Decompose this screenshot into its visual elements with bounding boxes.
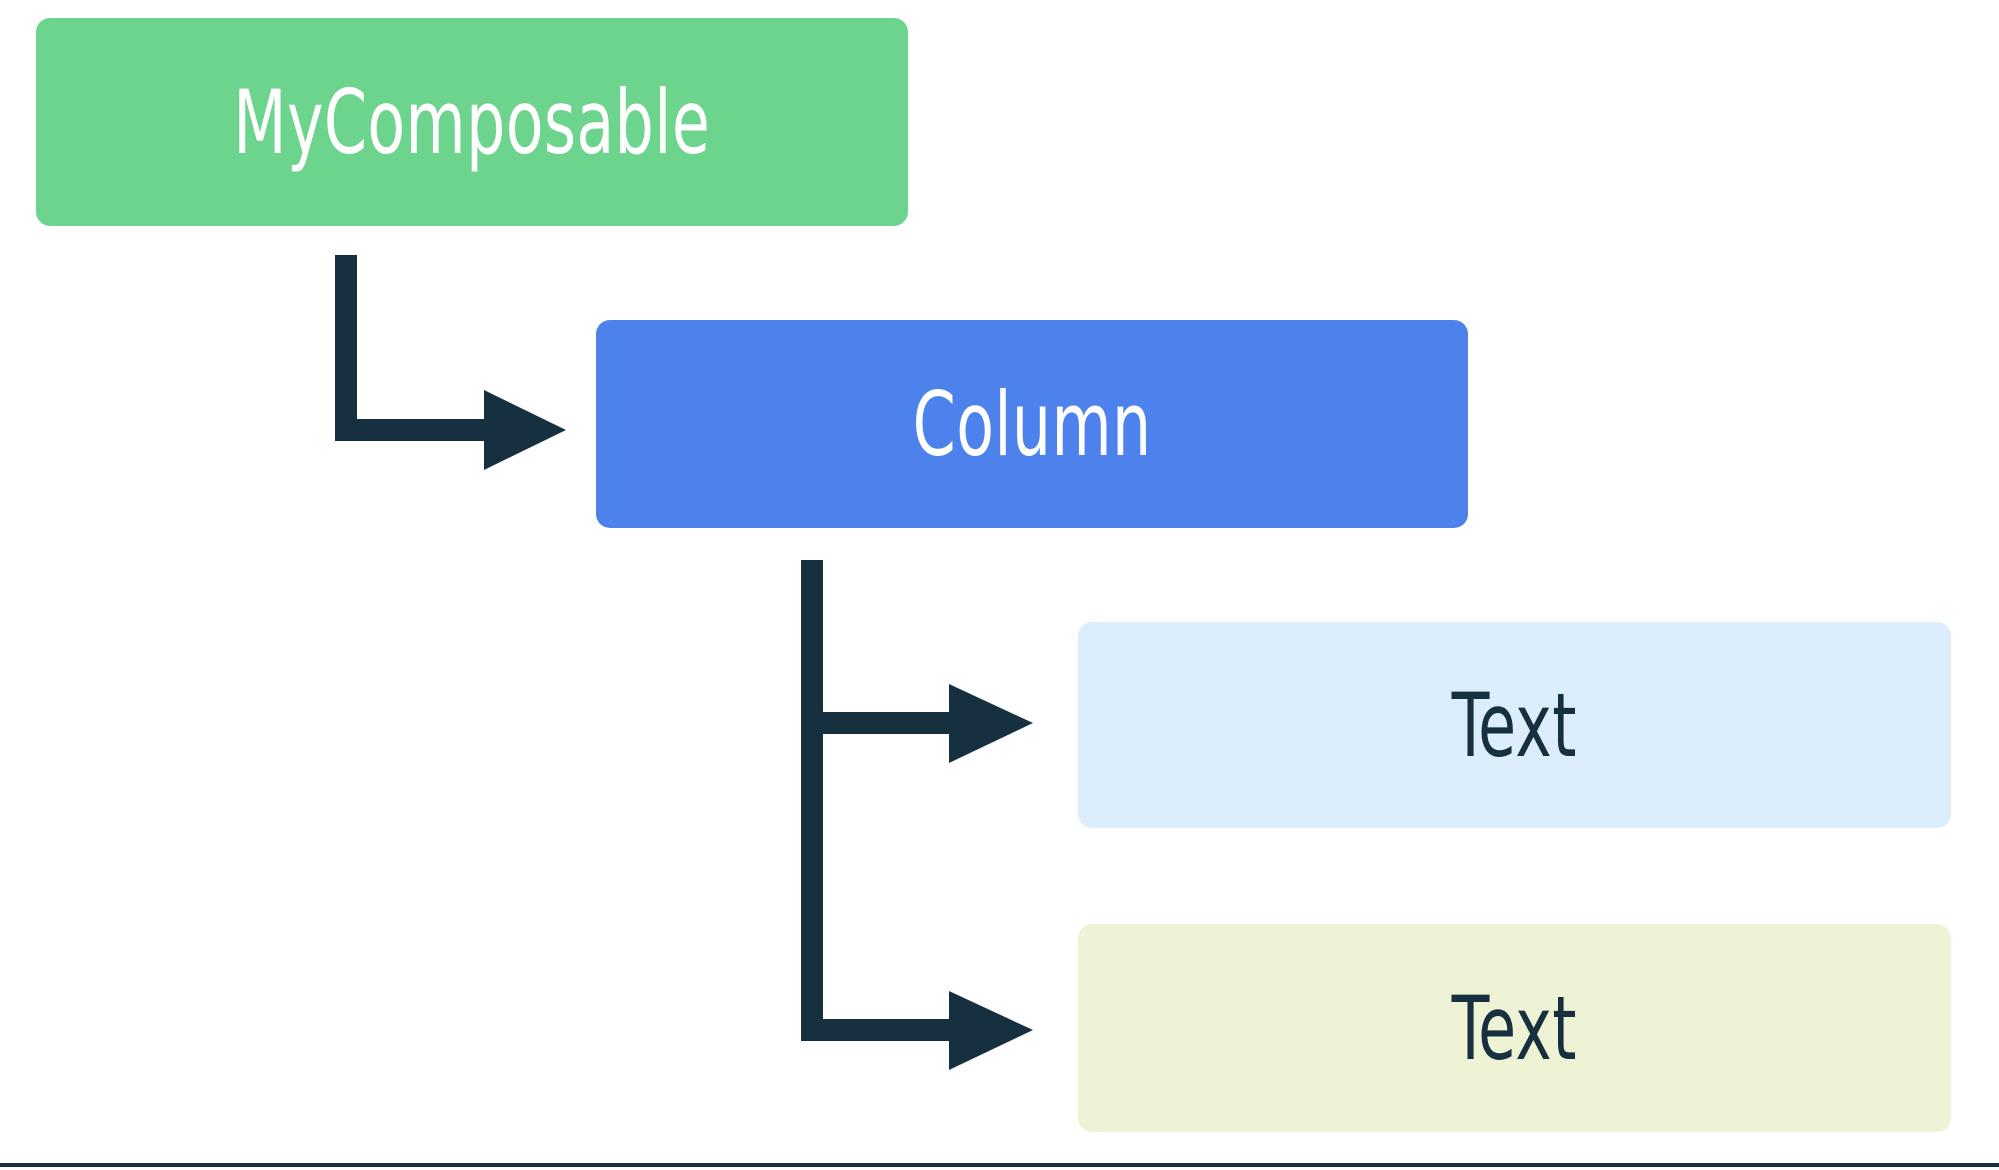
edge-column-to-text-2 <box>801 723 1033 1070</box>
node-label-my-composable: MyComposable <box>233 70 711 174</box>
footer-divider <box>0 1163 1999 1167</box>
node-label-text-second: Text <box>1451 976 1578 1080</box>
edge-root-to-column <box>335 255 566 470</box>
node-label-column: Column <box>912 372 1152 476</box>
node-my-composable[interactable]: MyComposable <box>36 18 908 226</box>
node-text-first[interactable]: Text <box>1078 622 1951 828</box>
edge-column-to-text-1 <box>801 560 1033 763</box>
node-column[interactable]: Column <box>596 320 1468 528</box>
node-label-text-first: Text <box>1451 673 1578 777</box>
node-text-second[interactable]: Text <box>1078 924 1951 1132</box>
